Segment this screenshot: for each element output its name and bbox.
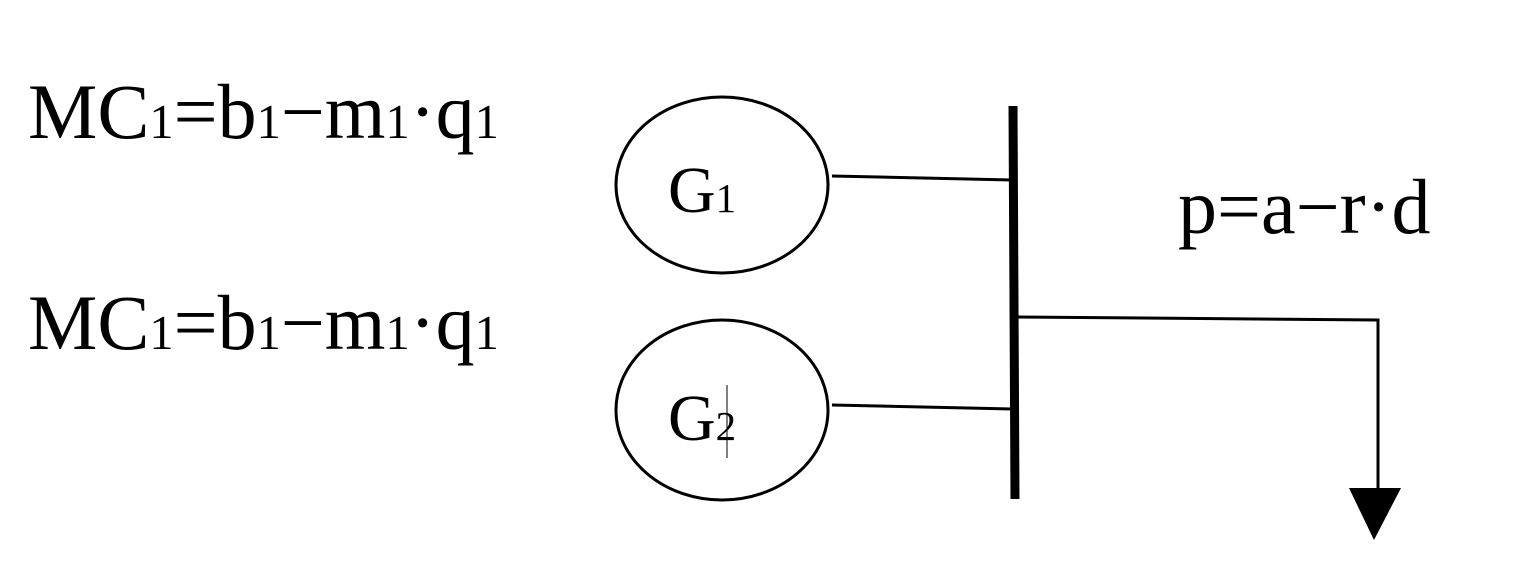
mc-top-part2: =b [174, 68, 257, 155]
generator-1-line [831, 174, 1013, 182]
generator-1-letter: G [668, 154, 716, 227]
generator-2-line [831, 403, 1013, 411]
mc-bottom-sub4: 1 [475, 307, 499, 360]
generator-1-circle [614, 95, 830, 275]
mc-top-sub1: 1 [149, 96, 173, 149]
generator-1-sub: 1 [716, 176, 736, 221]
mc-top-part3: −m [281, 68, 386, 155]
mc-bottom-part3: −m [281, 279, 386, 366]
load-arrow [1349, 488, 1401, 540]
bus-bar [1008, 105, 1020, 500]
generator-2-label: G2 [668, 382, 736, 455]
mc-bottom-part2: =b [174, 279, 257, 366]
generator-2-circle [614, 318, 830, 502]
generator-2-letter: G [668, 382, 716, 455]
mc-equation-top: MC1=b1−m1·q1 [28, 68, 499, 155]
mc-bottom-part4: ·q [410, 279, 475, 366]
mc-top-sub4: 1 [475, 96, 499, 149]
mc-bottom-sub2: 1 [257, 307, 281, 360]
load-line [1016, 315, 1380, 495]
demand-equation: p=a−r·d [1178, 163, 1431, 250]
mc-top-sub3: 1 [385, 96, 409, 149]
mc-equation-bottom: MC1=b1−m1·q1 [28, 279, 499, 366]
mc-bottom-sub1: 1 [149, 307, 173, 360]
generator-1-label: G1 [668, 154, 736, 227]
mc-top-part4: ·q [410, 68, 475, 155]
generator-2-sub: 2 [716, 404, 736, 449]
mc-bottom-sub3: 1 [385, 307, 409, 360]
mc-top-part1: MC [28, 68, 149, 155]
mc-bottom-part1: MC [28, 279, 149, 366]
mc-top-sub2: 1 [257, 96, 281, 149]
